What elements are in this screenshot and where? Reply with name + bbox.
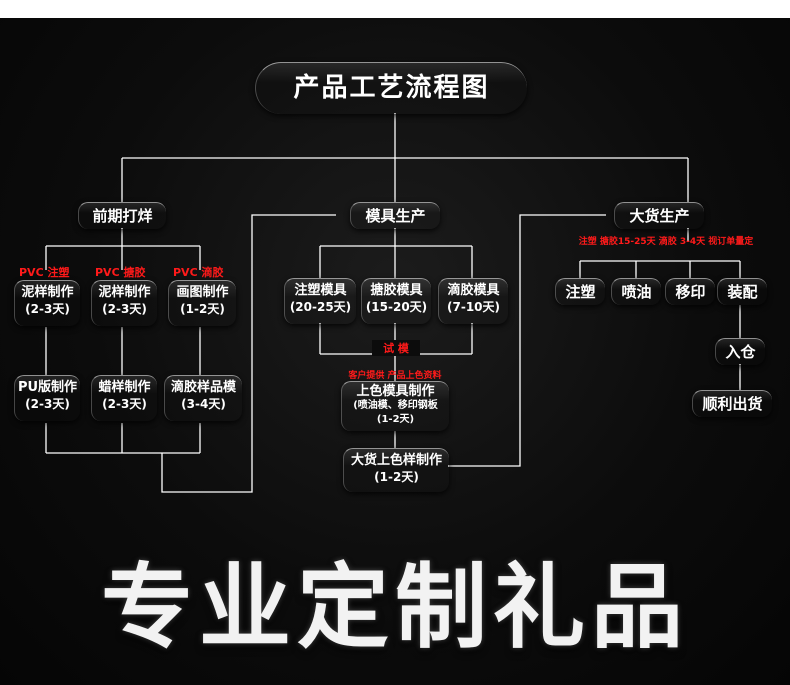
- tag-pvc-drip: PVC 滴胶: [173, 264, 224, 280]
- step-warehouse: 入仓: [715, 338, 765, 365]
- tag-pvc-label: PVC: [95, 266, 120, 279]
- mass-production-note: 注塑 搪胶15-25天 滴胶 3-4天 视订单量定: [578, 237, 754, 247]
- node-rotocast-mold: 搪胶模具 (15-20天): [361, 278, 431, 324]
- category-early-stage: 前期打烊: [78, 202, 166, 229]
- node-duration: (1-2天): [180, 302, 225, 316]
- node-duration: (2-3天): [25, 302, 70, 316]
- flowchart-canvas: 产品工艺流程图 前期打烊 模具生产 大货生产 PVC 注塑 PVC 搪胶 PVC…: [0, 18, 790, 685]
- node-duration: (3-4天): [181, 397, 226, 411]
- node-drip-mold: 滴胶模具 (7-10天): [438, 278, 508, 324]
- node-label: 注塑模具: [294, 283, 347, 298]
- node-duration: (2-3天): [102, 397, 147, 411]
- node-color-mold: 上色模具制作 (喷油模、移印钢板 (1-2天): [341, 381, 449, 431]
- node-drip-sample-mold: 滴胶样品模 (3-4天): [164, 375, 242, 421]
- node-label: 滴胶样品模: [170, 380, 236, 395]
- customer-note: 客户提供 产品上色资料: [348, 371, 442, 381]
- flowchart-title: 产品工艺流程图: [255, 62, 527, 114]
- node-duration: (2-3天): [25, 397, 70, 411]
- step-pad-print: 移印: [665, 278, 715, 305]
- node-duration: (1-2天): [374, 470, 419, 484]
- node-drawing: 画图制作 (1-2天): [168, 280, 236, 326]
- node-clay-sample-2: 泥样制作 (2-3天): [91, 280, 157, 326]
- node-duration: (15-20天): [365, 300, 428, 314]
- node-color-sample: 大货上色样制作 (1-2天): [343, 448, 449, 492]
- node-detail: (喷油模、移印钢板: [353, 400, 438, 411]
- connector-lines: [45, 113, 741, 493]
- category-mold-production: 模具生产: [350, 202, 440, 229]
- node-label: 画图制作: [176, 285, 229, 300]
- tag-pvc-label: PVC: [173, 266, 198, 279]
- node-label: 泥样制作: [21, 285, 74, 300]
- step-assembly: 装配: [717, 278, 767, 305]
- node-duration: (2-3天): [102, 302, 147, 316]
- node-duration: (7-10天): [447, 300, 500, 314]
- tag-type-label: 滴胶: [201, 266, 224, 279]
- node-label: 蜡样制作: [98, 380, 151, 395]
- tag-pvc-rotocast: PVC 搪胶: [95, 264, 146, 280]
- node-label: 滴胶模具: [447, 283, 500, 298]
- node-pu-plate: PU版制作 (2-3天): [14, 375, 80, 421]
- node-label: 搪胶模具: [370, 283, 423, 298]
- slogan-text: 专业定制礼品: [100, 554, 689, 661]
- step-spray-paint: 喷油: [611, 278, 661, 305]
- node-label: 大货上色样制作: [350, 453, 442, 468]
- tag-pvc-injection: PVC 注塑: [19, 264, 70, 280]
- node-clay-sample-1: 泥样制作 (2-3天): [14, 280, 80, 326]
- tag-type-label: 注塑: [47, 266, 70, 279]
- step-injection: 注塑: [555, 278, 605, 305]
- node-wax-sample: 蜡样制作 (2-3天): [91, 375, 157, 421]
- node-label: 泥样制作: [98, 285, 151, 300]
- node-label: 上色模具制作: [356, 384, 435, 399]
- step-shipping: 顺利出货: [692, 390, 772, 417]
- category-mass-production: 大货生产: [614, 202, 704, 229]
- node-duration: (20-25天): [289, 300, 352, 314]
- node-injection-mold: 注塑模具 (20-25天): [284, 278, 356, 324]
- tag-pvc-label: PVC: [19, 266, 44, 279]
- node-label: PU版制作: [17, 380, 78, 395]
- trial-mold-label: 试 模: [372, 340, 420, 356]
- tag-type-label: 搪胶: [123, 266, 146, 279]
- node-duration: (1-2天): [376, 414, 415, 425]
